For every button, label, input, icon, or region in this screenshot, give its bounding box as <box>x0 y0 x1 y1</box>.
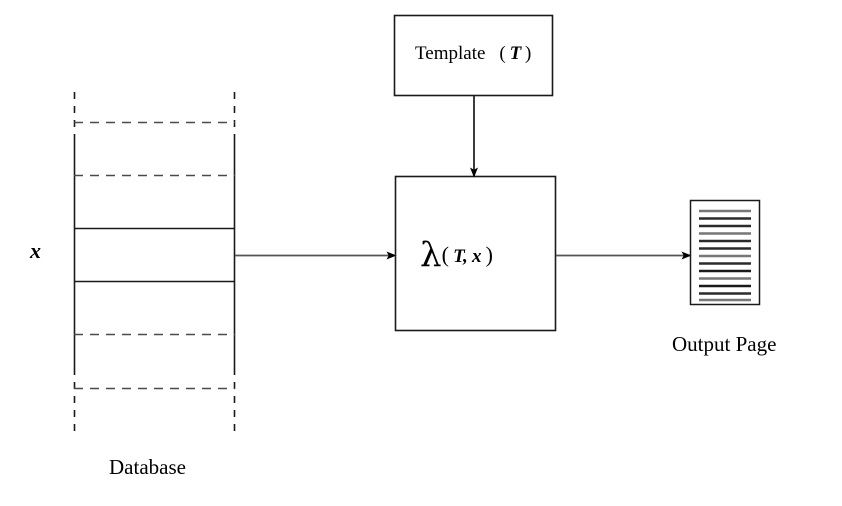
database-variable-label: x <box>30 238 41 263</box>
lambda-expression-label: λ( T, x ) <box>420 238 493 272</box>
lambda-close-paren: ) <box>485 242 493 267</box>
lambda-arg-template: T <box>453 246 463 267</box>
output-page-icon[interactable] <box>689 199 761 306</box>
template-symbol: T <box>509 43 522 64</box>
output-page-text-lines <box>699 209 751 302</box>
lambda-box[interactable] <box>394 175 557 332</box>
database-icon[interactable] <box>73 92 236 432</box>
database-caption: Database <box>109 455 186 479</box>
template-box-label: Template ( T ) <box>415 44 531 63</box>
lambda-arg-separator: , <box>462 246 468 267</box>
template-box[interactable] <box>393 14 554 97</box>
template-close-paren: ) <box>524 43 532 64</box>
lambda-glyph: λ <box>420 235 442 275</box>
template-open-paren: ( <box>499 43 506 64</box>
output-page-caption: Output Page <box>672 332 777 356</box>
output-page-sheet <box>689 199 761 306</box>
lambda-arg-record: x <box>471 246 482 267</box>
lambda-open-paren: ( <box>441 242 449 267</box>
template-word: Template <box>415 43 486 64</box>
